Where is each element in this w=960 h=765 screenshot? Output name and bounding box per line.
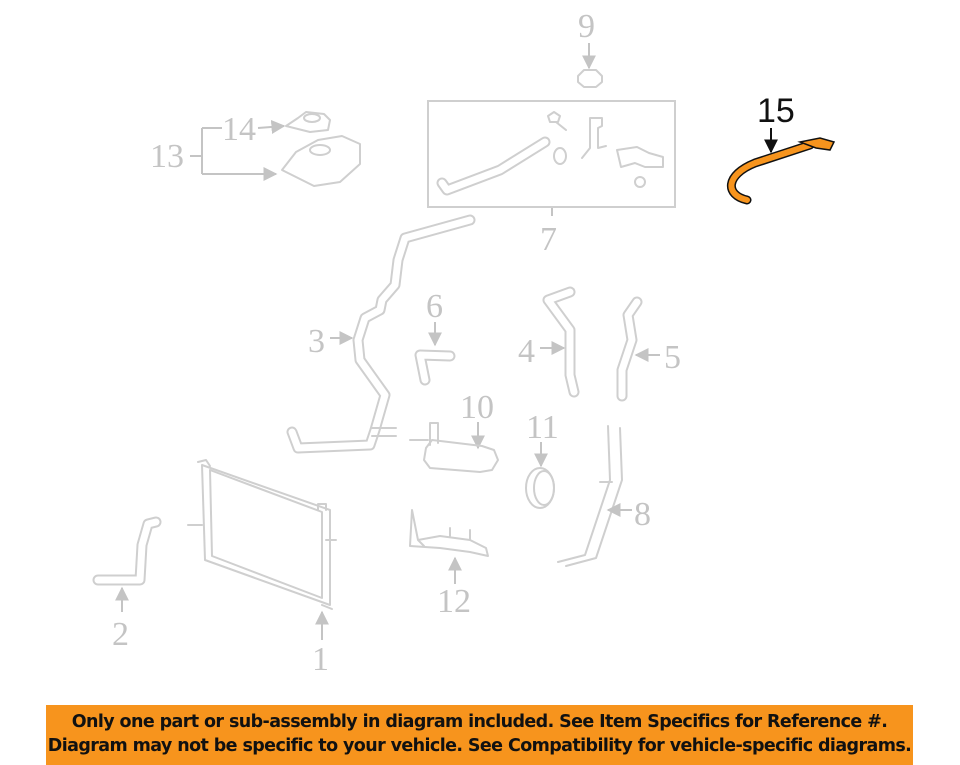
callout-15[interactable]: 15 xyxy=(726,92,836,205)
kit-frame xyxy=(427,100,676,208)
callout-label-7: 7 xyxy=(540,221,557,258)
bracket-icon xyxy=(409,509,489,557)
radiator-icon xyxy=(187,459,337,610)
callout-10[interactable]: 10 xyxy=(409,389,499,473)
callout-9[interactable]: 9 xyxy=(577,8,603,88)
callout-label-4: 4 xyxy=(518,333,535,370)
disclaimer-banner: Only one part or sub-assembly in diagram… xyxy=(46,705,913,765)
callout-12[interactable]: 12 xyxy=(409,509,489,620)
disclaimer-line-1: Only one part or sub-assembly in diagram… xyxy=(71,712,888,732)
callout-7[interactable]: 7 xyxy=(427,100,676,258)
callout-label-14: 14 xyxy=(222,111,256,148)
callout-2[interactable]: 2 xyxy=(92,516,162,653)
parts-diagram: 9 7 15 13 14 3 xyxy=(92,8,836,678)
callout-label-11: 11 xyxy=(526,409,559,446)
callout-label-8: 8 xyxy=(634,496,651,533)
callout-13[interactable]: 13 xyxy=(150,127,361,187)
callout-11[interactable]: 11 xyxy=(525,409,559,509)
callout-label-10: 10 xyxy=(460,389,494,426)
callout-label-13: 13 xyxy=(150,138,184,175)
callout-6[interactable]: 6 xyxy=(414,288,456,386)
gasket-icon xyxy=(285,111,331,133)
cap-icon xyxy=(577,69,603,88)
callout-8[interactable]: 8 xyxy=(557,425,651,567)
callout-3[interactable]: 3 xyxy=(286,214,476,454)
callout-label-6: 6 xyxy=(426,288,443,325)
callout-label-1: 1 xyxy=(312,641,329,678)
callout-label-12: 12 xyxy=(437,583,471,620)
housing-icon xyxy=(281,135,361,187)
callout-5[interactable]: 5 xyxy=(616,296,681,402)
callout-label-5: 5 xyxy=(664,339,681,376)
pump-icon xyxy=(409,422,499,473)
callout-1[interactable]: 1 xyxy=(187,459,337,678)
callout-label-9: 9 xyxy=(578,8,595,45)
callout-label-2: 2 xyxy=(112,616,129,653)
callout-4[interactable]: 4 xyxy=(518,286,580,398)
callout-label-15: 15 xyxy=(757,92,795,130)
callout-label-3: 3 xyxy=(308,323,325,360)
callout-14[interactable]: 14 xyxy=(222,111,331,148)
disclaimer-line-2: Diagram may not be specific to your vehi… xyxy=(47,736,912,756)
